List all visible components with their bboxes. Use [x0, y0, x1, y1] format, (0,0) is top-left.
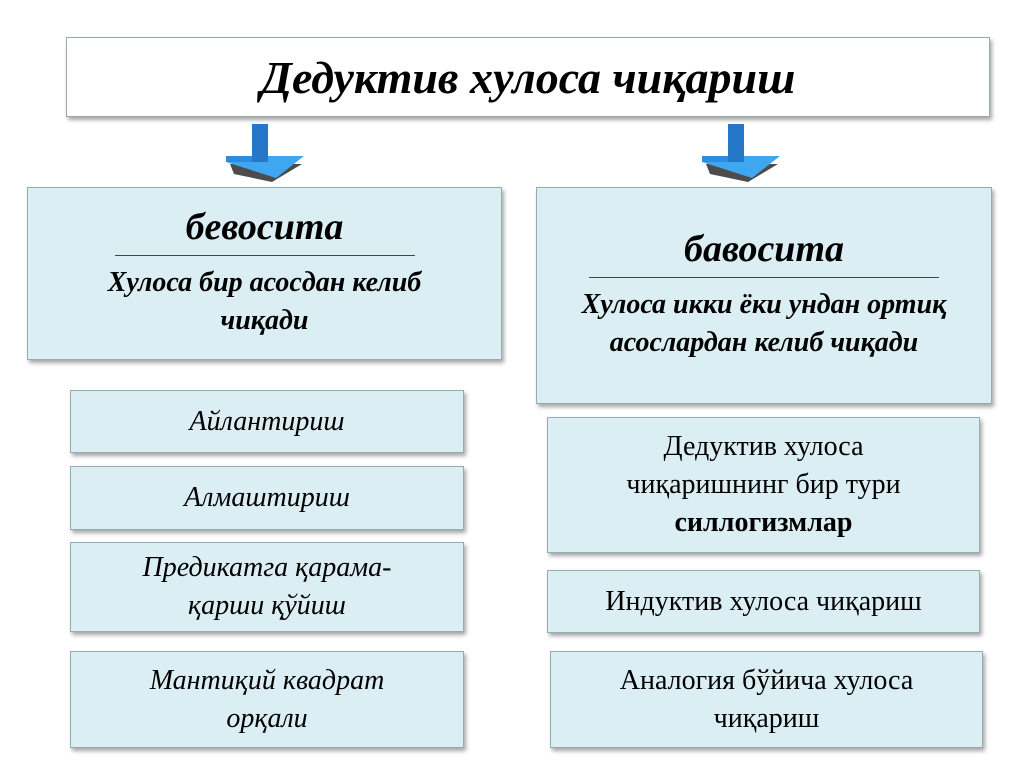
diagram-title: Дедуктив хулоса чиқариш: [66, 37, 990, 117]
left-item: Мантиқий квадрат орқали: [70, 651, 464, 748]
item-text: Айлантириш: [189, 405, 345, 437]
down-arrow-icon: [226, 124, 304, 182]
right-item: Дедуктив хулоса чиқаришнинг бир тури сил…: [547, 417, 980, 553]
item-text: Аналогия бўйича хулоса чиқариш: [619, 664, 914, 734]
direct-heading: бевосита: [185, 206, 344, 249]
divider: [114, 254, 415, 256]
left-item: Алмаштириш: [70, 466, 464, 530]
right-item: Индуктив хулоса чиқариш: [547, 570, 980, 633]
item-text: Мантиқий квадрат орқали: [149, 664, 385, 734]
item-bold-text: силлогизмлар: [674, 507, 853, 538]
right-item: Аналогия бўйича хулоса чиқариш: [550, 651, 983, 748]
item-text: Индуктив хулоса чиқариш: [605, 585, 922, 617]
item-text: Алмаштириш: [184, 482, 350, 513]
direct-inference-box: бевосита Хулоса бир асосдан келиб чиқади: [27, 187, 502, 360]
indirect-description: Хулоса икки ёки ундан ортиқ асослардан к…: [581, 288, 947, 358]
item-text: Предикатга қарама-қарши қўйиш: [142, 552, 392, 621]
divider: [589, 276, 939, 278]
down-arrow-icon: [702, 124, 780, 182]
indirect-heading: бавосита: [684, 228, 844, 271]
direct-description: Хулоса бир асосдан келиб чиқади: [107, 266, 422, 336]
indirect-inference-box: бавосита Хулоса икки ёки ундан ортиқ асо…: [536, 187, 992, 404]
title-text: Дедуктив хулоса чиқариш: [260, 51, 796, 103]
left-item: Айлантириш: [70, 390, 464, 453]
left-item: Предикатга қарама-қарши қўйиш: [70, 542, 464, 632]
item-text: Дедуктив хулоса чиқаришнинг бир тури: [626, 431, 901, 500]
